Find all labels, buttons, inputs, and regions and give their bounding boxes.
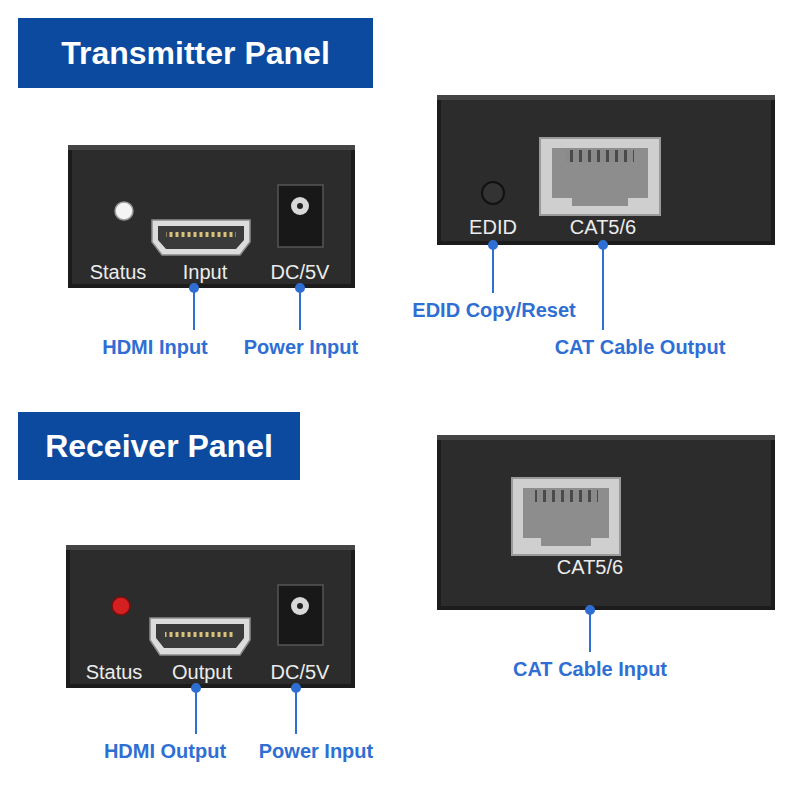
rx-back-housing — [437, 435, 775, 610]
heading-band: Receiver Panel — [18, 412, 300, 480]
heading-text: Transmitter Panel — [61, 35, 330, 72]
port-label: Input — [183, 261, 227, 284]
callout-label: CAT Cable Output — [555, 336, 726, 359]
dc-jack — [278, 585, 323, 645]
port-label: DC/5V — [271, 261, 330, 284]
callout-label: EDID Copy/Reset — [412, 299, 575, 322]
port-label: Status — [86, 661, 143, 684]
device-panel: Status Output DC/5V — [66, 545, 355, 688]
tx-front-housing — [68, 145, 355, 288]
callout-label: Power Input — [244, 336, 358, 359]
port-label: Status — [90, 261, 147, 284]
edid-button — [482, 182, 504, 204]
device-panel: CAT5/6 — [437, 435, 775, 610]
heading-band: Transmitter Panel — [18, 18, 373, 88]
device-panel: Status Input DC/5V — [68, 145, 355, 288]
port-label: DC/5V — [271, 661, 330, 684]
rj45-port — [540, 138, 660, 215]
tx-back-housing — [437, 95, 775, 245]
dc-jack — [278, 185, 323, 247]
port-label: CAT5/6 — [570, 216, 636, 239]
hdmi-port — [150, 618, 250, 655]
heading-text: Receiver Panel — [45, 428, 273, 465]
callout-label: CAT Cable Input — [513, 658, 667, 681]
status-led — [112, 597, 130, 615]
port-label: EDID — [469, 216, 517, 239]
rx-front-housing — [66, 545, 355, 688]
port-label: CAT5/6 — [557, 556, 623, 579]
port-label: Output — [172, 661, 232, 684]
callout-label: HDMI Output — [104, 740, 226, 763]
hdmi-port — [152, 220, 250, 255]
rj45-port — [512, 478, 620, 555]
callout-label: HDMI Input — [102, 336, 208, 359]
device-panel: EDID CAT5/6 — [437, 95, 775, 245]
callout-label: Power Input — [259, 740, 373, 763]
status-led — [115, 202, 133, 220]
